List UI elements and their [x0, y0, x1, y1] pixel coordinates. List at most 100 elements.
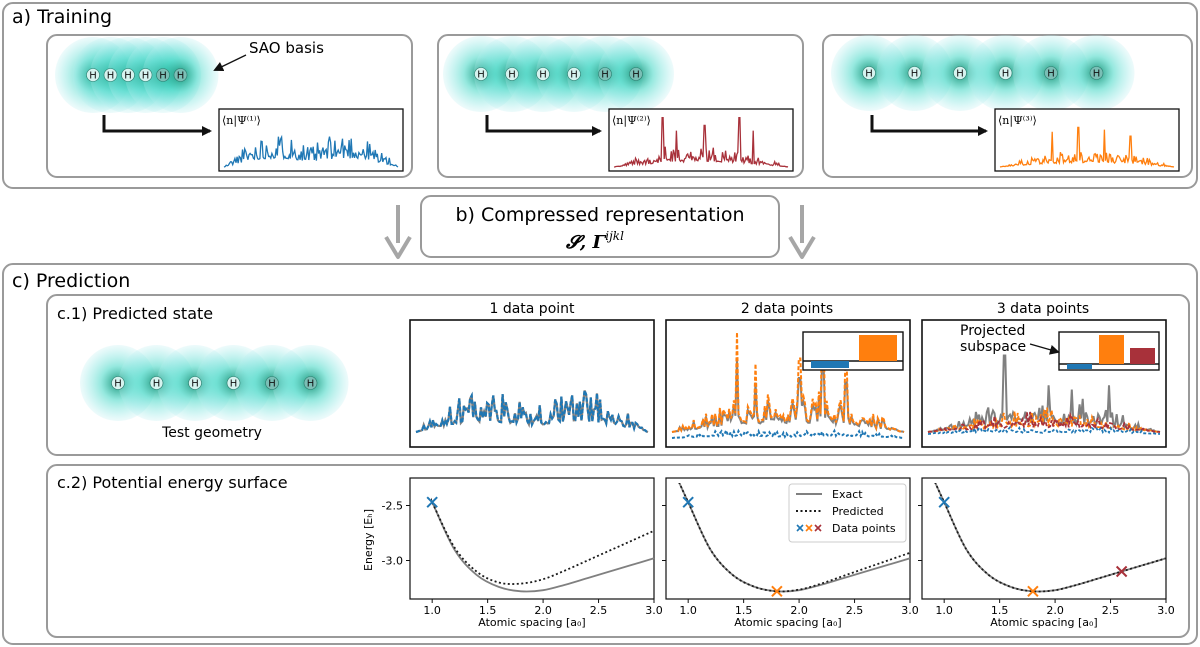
- hydrogen-atom-label: H: [539, 70, 547, 81]
- subspace-bar-2-blue: [811, 361, 849, 368]
- hydrogen-atom-label: H: [508, 70, 516, 81]
- state-plot-3-signals: [927, 354, 1161, 435]
- pes-exact-line: [431, 497, 655, 593]
- hydrogen-atom: [1089, 66, 1104, 80]
- hydrogen-atom: [156, 68, 170, 82]
- state-3-red-line: [927, 411, 1161, 433]
- hydrogen-atom: [303, 376, 318, 390]
- pes-xtick-label: 2.5: [1102, 604, 1120, 617]
- state-2-blue-line: [671, 427, 905, 439]
- hydrogen-atom: [149, 376, 164, 390]
- hydrogen-atom-label: H: [177, 71, 185, 82]
- hydrogen-atom-label: H: [1047, 69, 1055, 80]
- pes-xtick-label: 2.0: [790, 604, 808, 617]
- prediction-section-frame: [2, 263, 1198, 645]
- pes-data-point-marker: [938, 496, 950, 508]
- legend-data-points-swatch: [796, 524, 822, 532]
- hydrogen-atom-label: H: [1002, 69, 1010, 80]
- inset-label-2: ⟨n|Ψ⁽²⁾⟩: [612, 114, 651, 128]
- predicted-state-panel: [46, 294, 1190, 456]
- pes-predicted-line: [934, 483, 1166, 593]
- legend-predicted-label: Predicted: [832, 505, 884, 518]
- pes-xtick-label: 3.0: [645, 604, 663, 617]
- hydrogen-atom: [598, 67, 612, 81]
- pes-xtick-label: 2.5: [590, 604, 608, 617]
- hydrogen-atom: [1044, 66, 1058, 80]
- hydrogen-atom-label: H: [956, 69, 964, 80]
- training-title: a) Training: [12, 6, 112, 28]
- training-signal-1: [223, 134, 399, 168]
- subspace-bar-3-blue: [1067, 364, 1092, 369]
- hydrogen-atom-label: H: [89, 71, 97, 82]
- wavefunction-inset-2: [608, 108, 794, 172]
- compressed-title: b) Compressed representation: [456, 204, 745, 226]
- compressed-formula: 𝓢, Γijkl: [565, 229, 624, 253]
- state-plot-1: [409, 319, 655, 448]
- training-arrow-1: [102, 115, 212, 136]
- wavefunction-inset-1: [218, 108, 404, 172]
- inset-label-3: ⟨n|Ψ⁽³⁾⟩: [998, 114, 1037, 128]
- hydrogen-atom-label: H: [124, 71, 132, 82]
- pes-xtick-label: 2.0: [534, 604, 552, 617]
- subspace-bar-2-orange: [859, 335, 897, 361]
- hydrogen-atom: [862, 66, 876, 80]
- projected-subspace-annotation: Projected subspace: [960, 323, 1030, 355]
- pes-data-point-marker: [682, 496, 694, 508]
- pes-xtick-label: 1.5: [735, 604, 753, 617]
- legend-data-points-label: Data points: [832, 522, 896, 535]
- pes-predicted-line: [431, 497, 655, 585]
- pes-title: c.2) Potential energy surface: [57, 473, 288, 492]
- hydrogen-atom: [265, 376, 279, 390]
- state-plot-1-signals: [415, 390, 649, 434]
- state-3-blue-line: [927, 425, 1161, 435]
- inset-label-1: ⟨n|Ψ⁽¹⁾⟩: [222, 114, 261, 128]
- hydrogen-atom-label: H: [142, 71, 150, 82]
- hydrogen-atom-label: H: [1093, 69, 1101, 80]
- test-geometry-label: Test geometry: [161, 425, 262, 441]
- training-panel-1: [46, 34, 413, 178]
- pes-chart-marks: 1.0 1.5 2.0 2.5 3.0 -2.5 -3.0 1.0 1.5 2.0 2.5 3.0 1.…: [382, 483, 1175, 617]
- predicted-state-title: c.1) Predicted state: [57, 304, 213, 323]
- pes-ytick-label: -3.0: [382, 555, 403, 568]
- pes-xtick-label: 1.5: [479, 604, 497, 617]
- pes-xtick-label: 3.0: [1157, 604, 1175, 617]
- pes-xtick-label: 1.0: [679, 604, 697, 617]
- pes-ytick-label: -2.5: [382, 500, 403, 513]
- hydrogen-atom: [226, 376, 241, 390]
- pes-xlabel-3: Atomic spacing [a₀]: [990, 616, 1097, 629]
- hydrogen-atom-label: H: [153, 379, 161, 390]
- hydrogen-atom: [138, 68, 153, 82]
- state-panel-1-title: 1 data point: [489, 301, 575, 317]
- hydrogen-atom: [998, 66, 1013, 80]
- hydrogen-atom-label: H: [601, 70, 609, 81]
- state-2-predicted-line: [671, 331, 905, 433]
- pes-data-point-marker: [1115, 565, 1128, 578]
- pes-xtick-label: 1.0: [423, 604, 441, 617]
- hydrogen-atom: [103, 68, 118, 82]
- training-section-frame: [2, 2, 1198, 189]
- hydrogen-atom: [953, 66, 967, 80]
- hydrogen-atom: [474, 67, 488, 81]
- hydrogen-atom: [111, 376, 125, 390]
- training-arrow-3: [870, 115, 988, 136]
- legend-exact-label: Exact: [832, 488, 863, 501]
- pes-xlabel-2: Atomic spacing [a₀]: [734, 616, 841, 629]
- hydrogen-atom-label: H: [632, 70, 640, 81]
- pes-data-point-marker: [771, 585, 783, 598]
- training-signal-2: [613, 116, 789, 168]
- pes-xlabel-1: Atomic spacing [a₀]: [478, 616, 585, 629]
- down-arrow-right-head: [788, 235, 816, 259]
- state-1-predicted-line: [415, 390, 649, 434]
- pes-xtick-label: 1.0: [935, 604, 953, 617]
- hydrogen-atom: [567, 67, 581, 81]
- state-panel-2-title: 2 data points: [741, 301, 833, 317]
- hydrogen-atom-label: H: [307, 379, 315, 390]
- training-panel-2: [437, 34, 804, 178]
- hydrogen-atom: [629, 67, 643, 81]
- pes-data-point-marker: [1027, 585, 1039, 598]
- training-panel-3: [822, 34, 1193, 178]
- hydrogen-atom-label: H: [911, 69, 919, 80]
